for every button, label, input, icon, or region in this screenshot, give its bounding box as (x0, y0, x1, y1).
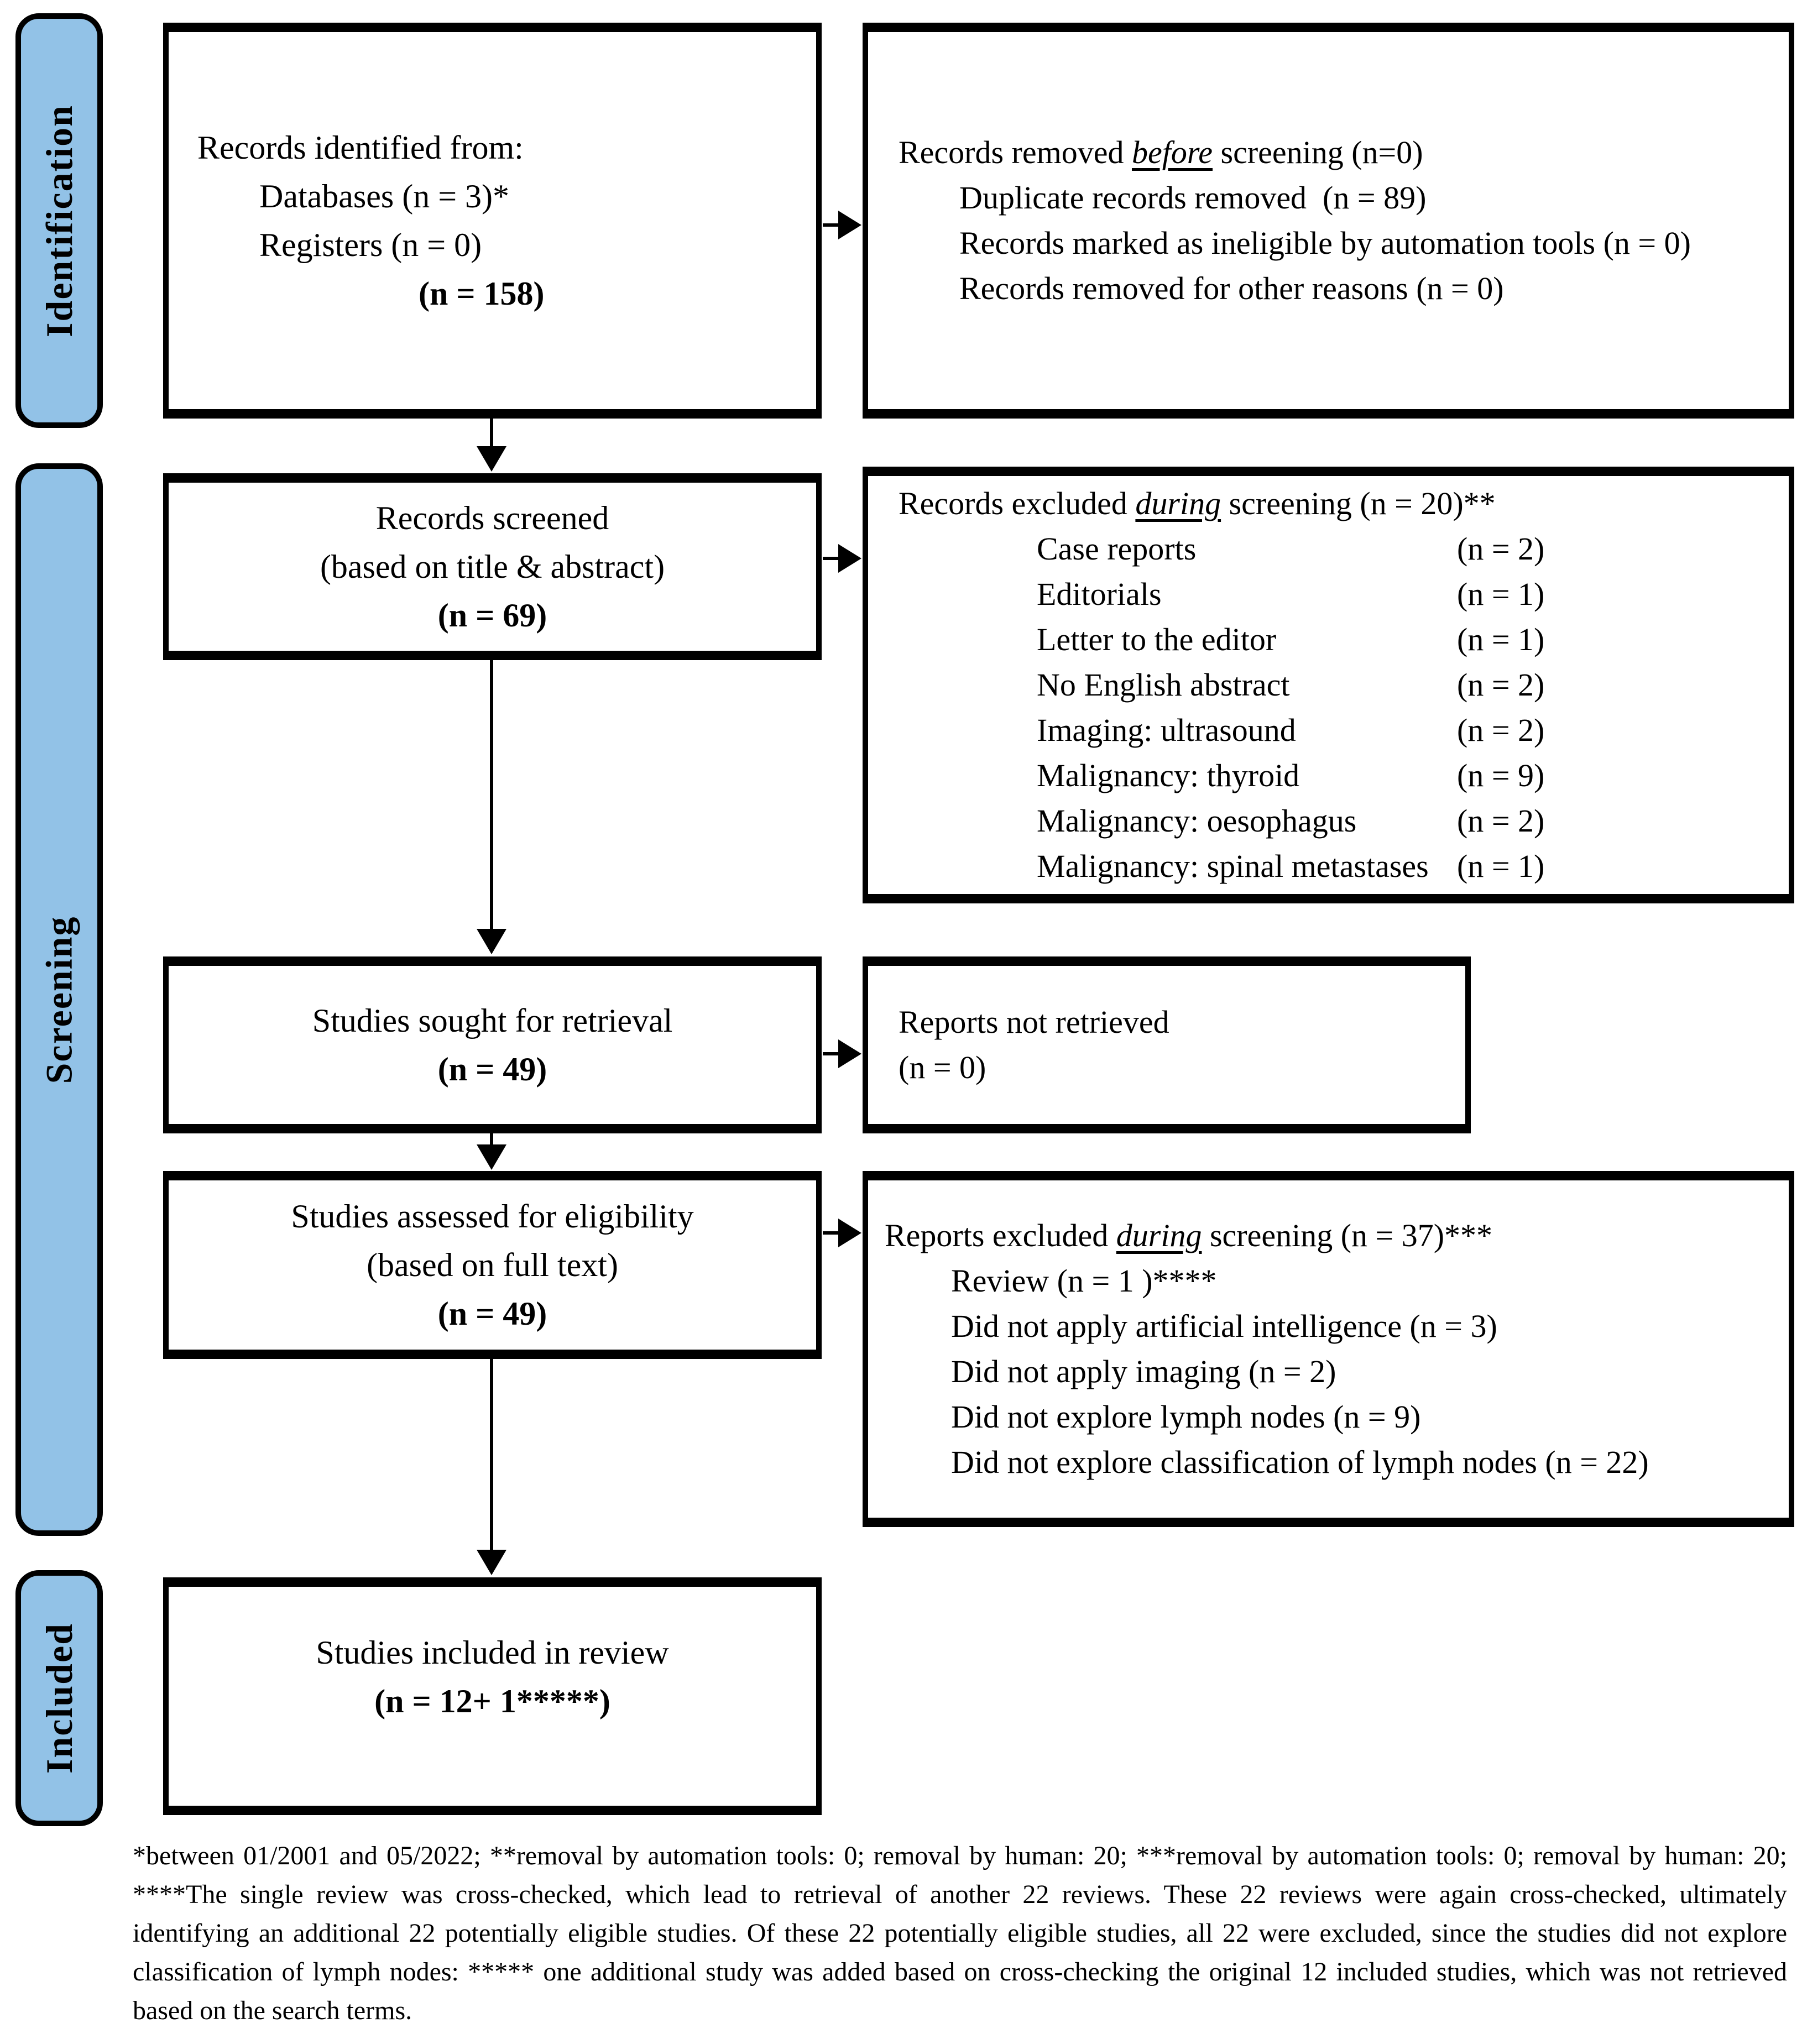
box-records-removed-before: Records removed before screening (n=0) D… (863, 23, 1794, 419)
records-removed-heading-pre: Records removed (899, 134, 1132, 170)
exclusion-row: Editorials (n = 1) (1037, 572, 1789, 617)
records-removed-item: Records marked as ineligible by automati… (959, 225, 1691, 261)
records-identified-title: Records identified from: (197, 129, 524, 166)
studies-assessed-line: (based on full text) (367, 1247, 618, 1283)
exclusion-label: Letter to the editor (1037, 621, 1277, 657)
studies-assessed-total: (n = 49) (437, 1295, 547, 1332)
studies-included-total: (n = 12+ 1*****) (374, 1683, 610, 1719)
arrow-down-identified-to-screened (490, 419, 493, 447)
exclusion-count: (n = 1) (1457, 576, 1545, 612)
exclusion-row: Malignancy: oesophagus (n = 2) (1037, 798, 1789, 844)
exclusion-count: (n = 1) (1457, 621, 1545, 657)
records-screened-line: Records screened (375, 500, 609, 536)
records-removed-heading-post: screening (n=0) (1213, 134, 1423, 170)
records-screened-line: (based on title & abstract) (320, 548, 665, 585)
exclusion-count: (n = 2) (1457, 667, 1545, 703)
exclusion-row: Malignancy: thyroid (n = 9) (1037, 753, 1789, 798)
exclusion-label: Malignancy: oesophagus (1037, 803, 1357, 839)
box-records-screened: Records screened (based on title & abstr… (163, 473, 822, 660)
exclusion-count: (n = 1) (1457, 848, 1545, 884)
studies-assessed-line: Studies assessed for eligibility (291, 1198, 694, 1235)
arrow-right-identified-to-removed (823, 223, 839, 227)
reports-excluded-item: Did not explore classification of lymph … (951, 1444, 1649, 1480)
exclusion-label: Imaging: ultrasound (1037, 712, 1296, 748)
records-removed-item: Duplicate records removed (n = 89) (959, 180, 1427, 216)
records-removed-heading-em: before (1131, 134, 1213, 170)
exclusion-row: Malignancy: spinal metastases (n = 1) (1037, 844, 1789, 889)
reports-excluded-heading-em: during (1116, 1217, 1202, 1253)
records-removed-heading: Records removed before screening (n=0) (899, 130, 1789, 175)
box-studies-assessed: Studies assessed for eligibility (based … (163, 1171, 822, 1359)
stage-bar-included: Included (15, 1570, 103, 1826)
box-records-identified: Records identified from: Databases (n = … (163, 23, 822, 419)
records-excluded-heading-pre: Records excluded (899, 485, 1136, 521)
reports-excluded-item: Did not apply artificial intelligence (n… (951, 1308, 1497, 1344)
box-reports-excluded-during: Reports excluded during screening (n = 3… (863, 1171, 1794, 1527)
exclusion-count: (n = 9) (1457, 757, 1545, 793)
exclusion-row: Imaging: ultrasound (n = 2) (1037, 708, 1789, 753)
arrow-down-screened-to-sought (490, 660, 493, 930)
records-screened-total: (n = 69) (437, 597, 547, 634)
box-records-excluded-during: Records excluded during screening (n = 2… (863, 467, 1794, 903)
exclusion-label: Case reports (1037, 531, 1197, 567)
exclusion-count: (n = 2) (1457, 531, 1545, 567)
box-studies-sought: Studies sought for retrieval (n = 49) (163, 956, 822, 1133)
records-excluded-heading-post: screening (n = 20)** (1221, 485, 1496, 521)
records-excluded-heading: Records excluded during screening (n = 2… (899, 481, 1789, 526)
stage-bar-screening: Screening (15, 463, 103, 1536)
footnote-text: *between 01/2001 and 05/2022; **removal … (133, 1841, 1787, 2025)
exclusion-row: Letter to the editor (n = 1) (1037, 617, 1789, 662)
records-identified-total: (n = 158) (419, 275, 545, 312)
stage-bar-identification: Identification (15, 13, 103, 428)
reports-excluded-heading: Reports excluded during screening (n = 3… (885, 1213, 1789, 1258)
arrow-down-assessed-to-included (490, 1359, 493, 1551)
reports-excluded-heading-pre: Reports excluded (885, 1217, 1116, 1253)
exclusion-label: Malignancy: thyroid (1037, 757, 1300, 793)
studies-sought-total: (n = 49) (437, 1051, 547, 1088)
stage-label-screening: Screening (38, 916, 80, 1084)
stage-label-included: Included (38, 1623, 80, 1774)
reports-excluded-heading-post: screening (n = 37)*** (1202, 1217, 1493, 1253)
arrow-right-sought-to-not-retrieved (823, 1052, 839, 1055)
exclusion-row: Case reports (n = 2) (1037, 526, 1789, 572)
studies-sought-line: Studies sought for retrieval (312, 1002, 673, 1039)
records-identified-databases: Databases (n = 3)* (259, 178, 510, 215)
studies-included-line: Studies included in review (316, 1634, 669, 1671)
exclusion-label: Malignancy: spinal metastases (1037, 848, 1429, 884)
arrow-right-assessed-to-excluded (823, 1231, 839, 1235)
reports-not-retrieved-count: (n = 0) (899, 1049, 986, 1085)
reports-not-retrieved-line: Reports not retrieved (899, 1004, 1169, 1040)
exclusion-count: (n = 2) (1457, 712, 1545, 748)
reports-excluded-item: Did not explore lymph nodes (n = 9) (951, 1399, 1421, 1435)
exclusion-count: (n = 2) (1457, 803, 1545, 839)
arrow-down-sought-to-assessed (490, 1133, 493, 1146)
reports-excluded-item: Did not apply imaging (n = 2) (951, 1353, 1336, 1389)
reports-excluded-item: Review (n = 1 )**** (951, 1263, 1217, 1299)
exclusion-label: Editorials (1037, 576, 1162, 612)
box-studies-included: Studies included in review (n = 12+ 1***… (163, 1577, 822, 1815)
exclusion-label: No English abstract (1037, 667, 1290, 703)
box-reports-not-retrieved: Reports not retrieved (n = 0) (863, 956, 1471, 1133)
arrow-right-screened-to-excluded (823, 557, 839, 560)
records-removed-item: Records removed for other reasons (n = 0… (959, 270, 1504, 306)
exclusion-row: No English abstract (n = 2) (1037, 662, 1789, 708)
records-identified-registers: Registers (n = 0) (259, 227, 482, 263)
records-excluded-heading-em: during (1135, 485, 1221, 521)
stage-label-identification: Identification (38, 104, 80, 337)
